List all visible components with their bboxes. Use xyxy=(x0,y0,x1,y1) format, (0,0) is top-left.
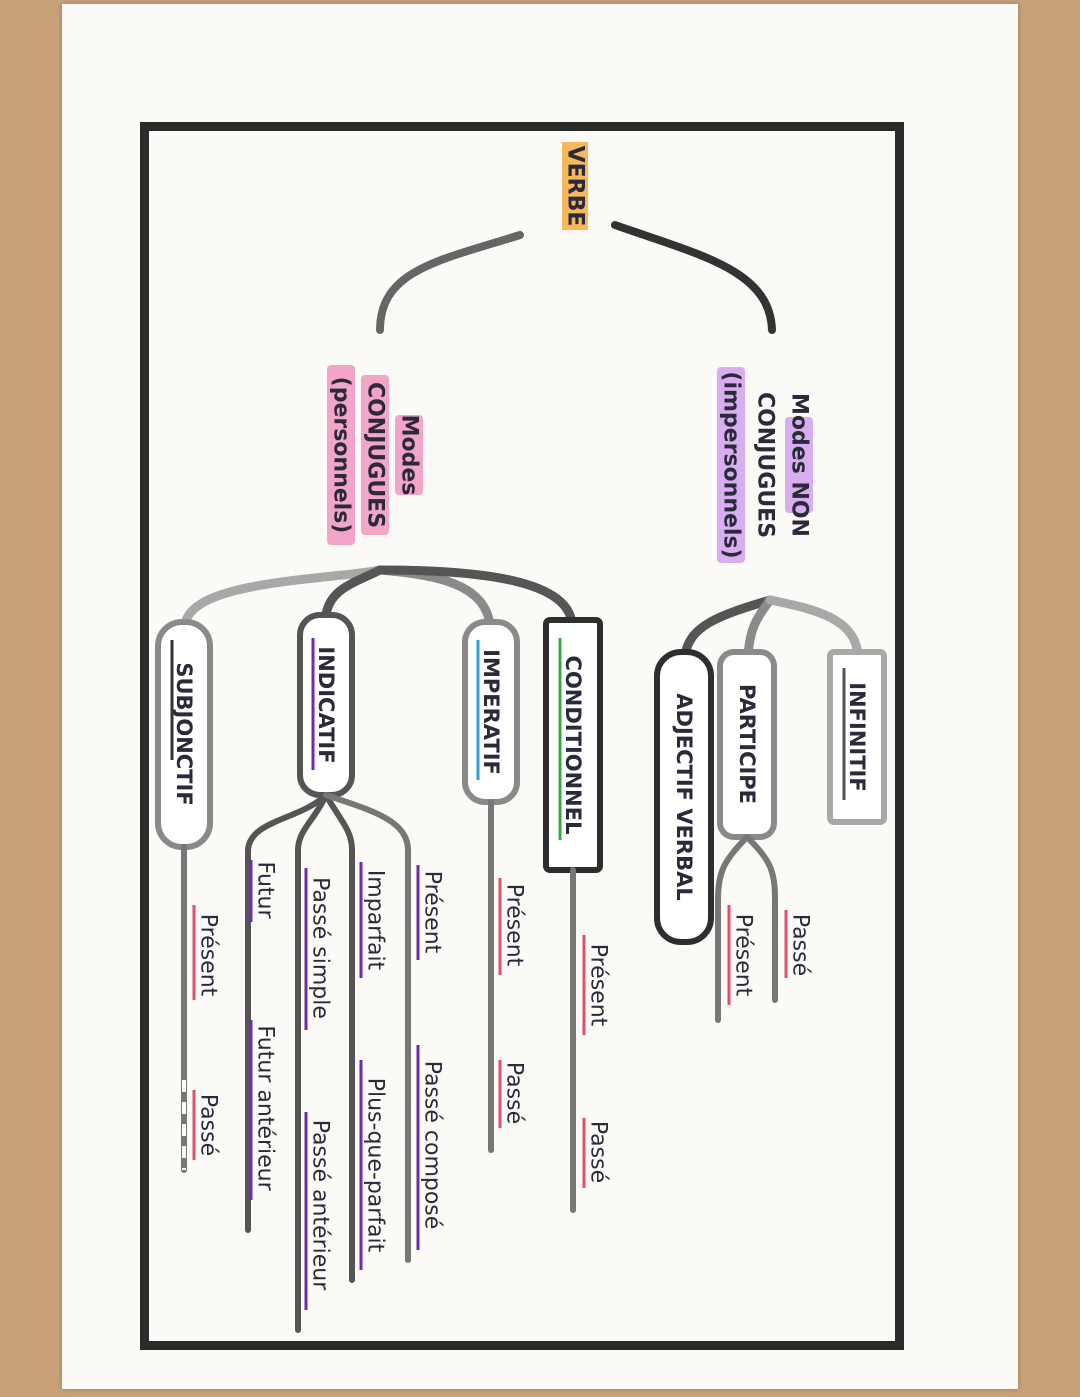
root-branch-right xyxy=(611,221,776,334)
connector-conditionnel xyxy=(375,565,577,630)
adjectif-verbal-label: ADJECTIF VERBAL xyxy=(672,693,696,900)
subj-present-label: Présent xyxy=(196,914,221,997)
indicatif-label: INDICATIF xyxy=(314,646,338,763)
indicatif-branch-passe-simple xyxy=(295,792,329,1333)
connector-adjectif-verbal xyxy=(680,595,775,660)
ind-passe-simple-label: Passé simple xyxy=(308,877,333,1019)
ind-passe-anterieur-label: Passé antérieur xyxy=(308,1120,333,1291)
non-conjugues-line-2: CONJUGUES xyxy=(753,392,778,538)
participe-branch-passe xyxy=(744,834,778,1003)
conjugues-line-2: CONJUGUES xyxy=(363,382,388,528)
subjonctif-label: SUBJONCTIF xyxy=(172,662,196,805)
imp-present-label: Présent xyxy=(502,884,527,967)
conditionnel-label: CONDITIONNEL xyxy=(561,656,585,835)
root-highlight xyxy=(562,142,588,230)
participe-branch-present xyxy=(715,834,750,1023)
imperatif-label: IMPERATIF xyxy=(479,649,503,775)
indicatif-branch-futur xyxy=(245,792,329,1233)
non-conjugues-line-1: Modes NON xyxy=(787,393,812,537)
cond-passe-label: Passé xyxy=(586,1121,611,1183)
conjugues-line-3: (personnels) xyxy=(329,377,354,534)
ind-imparfait-label: Imparfait xyxy=(363,870,388,971)
ind-present-label: Présent xyxy=(420,871,445,954)
subj-passe-label: Passé xyxy=(196,1094,221,1156)
root-label: VERBE xyxy=(563,146,588,227)
connector-infinitif xyxy=(765,595,863,660)
non-conjugues-label: Modes NON CONJUGUES (impersonnels) xyxy=(717,367,813,563)
ind-plus-que-parfait-label: Plus-que-parfait xyxy=(363,1078,388,1253)
ind-passe-compose-label: Passé composé xyxy=(420,1061,445,1230)
participe-label: PARTICIPE xyxy=(735,684,759,804)
cond-present-label: Présent xyxy=(586,944,611,1027)
imp-passe-label: Passé xyxy=(502,1062,527,1124)
connector-subjonctif xyxy=(180,565,385,630)
infinitif-label: INFINITIF xyxy=(845,682,869,791)
conjugues-label: Modes CONJUGUES (personnels) xyxy=(327,365,423,545)
part-passe-label: Passé xyxy=(788,914,813,976)
ind-futur-anterieur-label: Futur antérieur xyxy=(253,1025,278,1191)
non-conjugues-line-3: (impersonnels) xyxy=(719,371,744,558)
ind-futur-label: Futur xyxy=(253,861,278,919)
conjugues-line-1: Modes xyxy=(397,415,422,496)
root-branch-left xyxy=(376,231,524,334)
part-present-label: Présent xyxy=(731,914,756,997)
indicatif-branch-imparfait xyxy=(323,792,355,1283)
diagram-frame xyxy=(140,122,904,1350)
indicatif-branch-present xyxy=(323,792,411,1263)
adjectif-verbal-box xyxy=(654,649,714,945)
